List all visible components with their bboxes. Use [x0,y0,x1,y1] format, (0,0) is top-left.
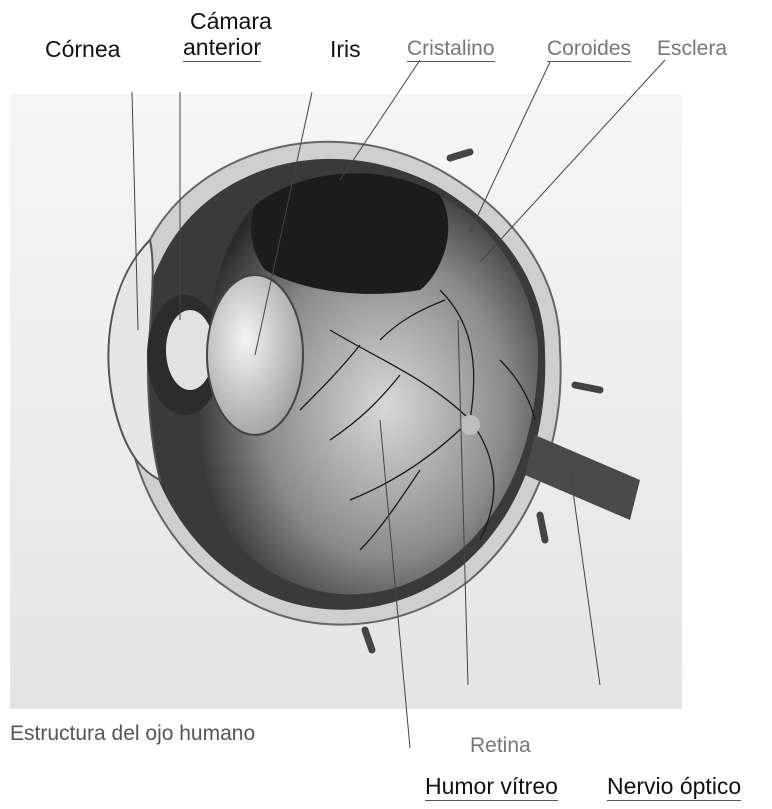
label-camara-line1: Cámara [190,10,272,33]
label-retina: Retina [470,735,531,756]
figure-caption: Estructura del ojo humano [10,722,255,746]
label-nervio-optico: Nervio óptico [607,775,741,801]
label-iris: Iris [330,38,361,61]
label-cristalino: Cristalino [407,38,495,62]
label-humor-vitreo: Humor vítreo [425,775,558,801]
label-coroides: Coroides [547,38,631,62]
optic-disc [460,415,480,435]
label-esclera: Esclera [657,38,727,59]
upper-cavity [251,173,448,294]
label-camara-line2: anterior [183,36,261,62]
label-cornea: Córnea [45,38,120,61]
